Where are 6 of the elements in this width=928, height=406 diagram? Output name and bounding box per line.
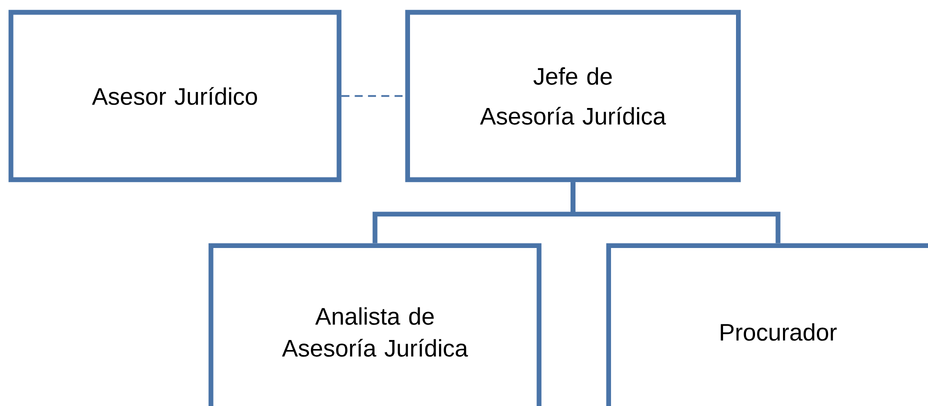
- org-box: Analista de Asesoría Jurídica: [208, 243, 542, 406]
- org-box: Procurador: [606, 243, 928, 406]
- connector-line: [570, 182, 780, 244]
- org-box: Asesor Jurídico: [8, 10, 342, 182]
- dashed-connector: [341, 95, 406, 97]
- org-box: Jefe de Asesoría Jurídica: [405, 10, 741, 182]
